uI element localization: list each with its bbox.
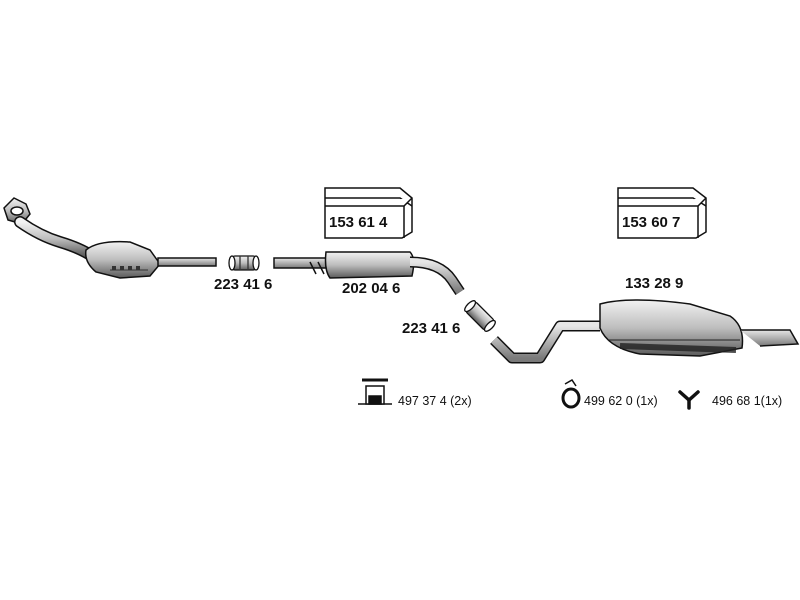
middle-silencer	[273, 251, 465, 296]
hanger-icon	[678, 390, 700, 410]
accessory-hanger-label: 496 68 1(1x)	[712, 394, 783, 408]
part-number-rear-silencer: 133 28 9	[625, 275, 684, 292]
kit-number-front: 153 61 4	[329, 214, 388, 231]
part-number-pipe-connector-1: 223 41 6	[214, 276, 273, 293]
part-number-middle-silencer: 202 04 6	[342, 280, 401, 297]
kit-number-rear: 153 60 7	[622, 214, 681, 231]
pipe-connector-clamp-1	[228, 255, 260, 271]
part-number-pipe-connector-2: 223 41 6	[402, 320, 461, 337]
pipe-connector-clamp-2	[464, 300, 496, 332]
accessory-rubber-ring-label: 499 62 0 (1x)	[584, 394, 658, 408]
front-pipe-catalytic-converter	[3, 197, 217, 279]
accessory-rubber-mount-label: 497 37 4 (2x)	[398, 394, 472, 408]
rubber-ring-icon	[561, 379, 581, 409]
kit-box-front-icon	[324, 187, 413, 239]
rear-silencer	[490, 299, 800, 364]
rubber-mount-icon	[358, 378, 392, 405]
kit-box-rear-icon	[617, 187, 707, 239]
